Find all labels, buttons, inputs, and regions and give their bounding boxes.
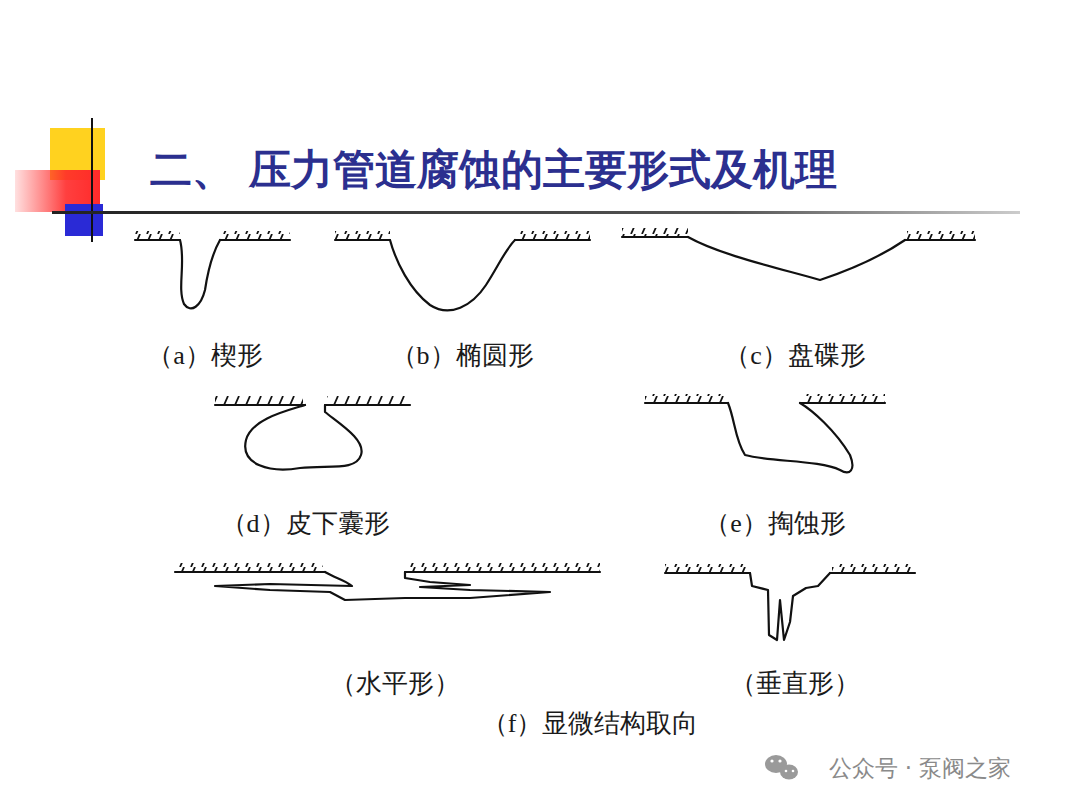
figure-label: （垂直形）: [730, 666, 860, 701]
wechat-icon: [765, 755, 798, 780]
figure-caption: （f）显微结构取向: [482, 706, 699, 741]
elliptical-pit: [335, 231, 590, 310]
watermark: 公众号 · 泵阀之家: [829, 753, 1012, 784]
title-decoration: [15, 118, 1020, 242]
figure-label: （e）掏蚀形: [704, 506, 846, 541]
figure-label: （水平形）: [330, 666, 460, 701]
dish-pit: [622, 228, 975, 280]
vertical-pit: [665, 564, 915, 640]
figure-label: （a）楔形: [147, 338, 263, 373]
slide-title: 二、 压力管道腐蚀的主要形式及机理: [150, 142, 837, 198]
undercut-pit: [645, 394, 885, 472]
subsurface-pit: [215, 396, 410, 469]
horizontal-pit: [175, 563, 600, 600]
wedge-pit: [135, 231, 290, 308]
figure-label: （d）皮下囊形: [221, 506, 390, 541]
figure-label: （c）盘碟形: [724, 338, 866, 373]
figure-label: （b）椭圆形: [391, 338, 534, 373]
